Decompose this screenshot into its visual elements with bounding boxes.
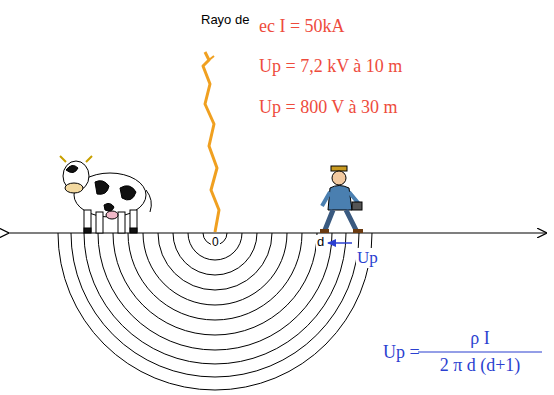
formula-numerator: ρ I xyxy=(470,328,489,349)
origin-label: 0 xyxy=(211,236,220,250)
equipotential-arcs xyxy=(58,233,372,390)
formula-lhs: Up = xyxy=(383,342,420,363)
formula-denominator: 2 π d (d+1) xyxy=(440,355,521,376)
step-voltage-value: Up = 800 V à 30 m xyxy=(259,97,398,118)
cow-figure xyxy=(60,156,151,233)
fraction-bar xyxy=(418,351,542,352)
distance-label: d xyxy=(316,235,325,250)
step-voltage-value: Up = 7,2 kV à 10 m xyxy=(259,56,402,77)
person-figure xyxy=(320,166,363,231)
lightning-fork xyxy=(209,56,214,60)
current-value: ec I = 50kA xyxy=(259,16,345,37)
voltage-arrow xyxy=(328,242,352,244)
voltage-label: Up xyxy=(356,248,379,268)
lightning-bolt xyxy=(203,52,219,232)
strike-label: Rayo de xyxy=(201,13,249,28)
